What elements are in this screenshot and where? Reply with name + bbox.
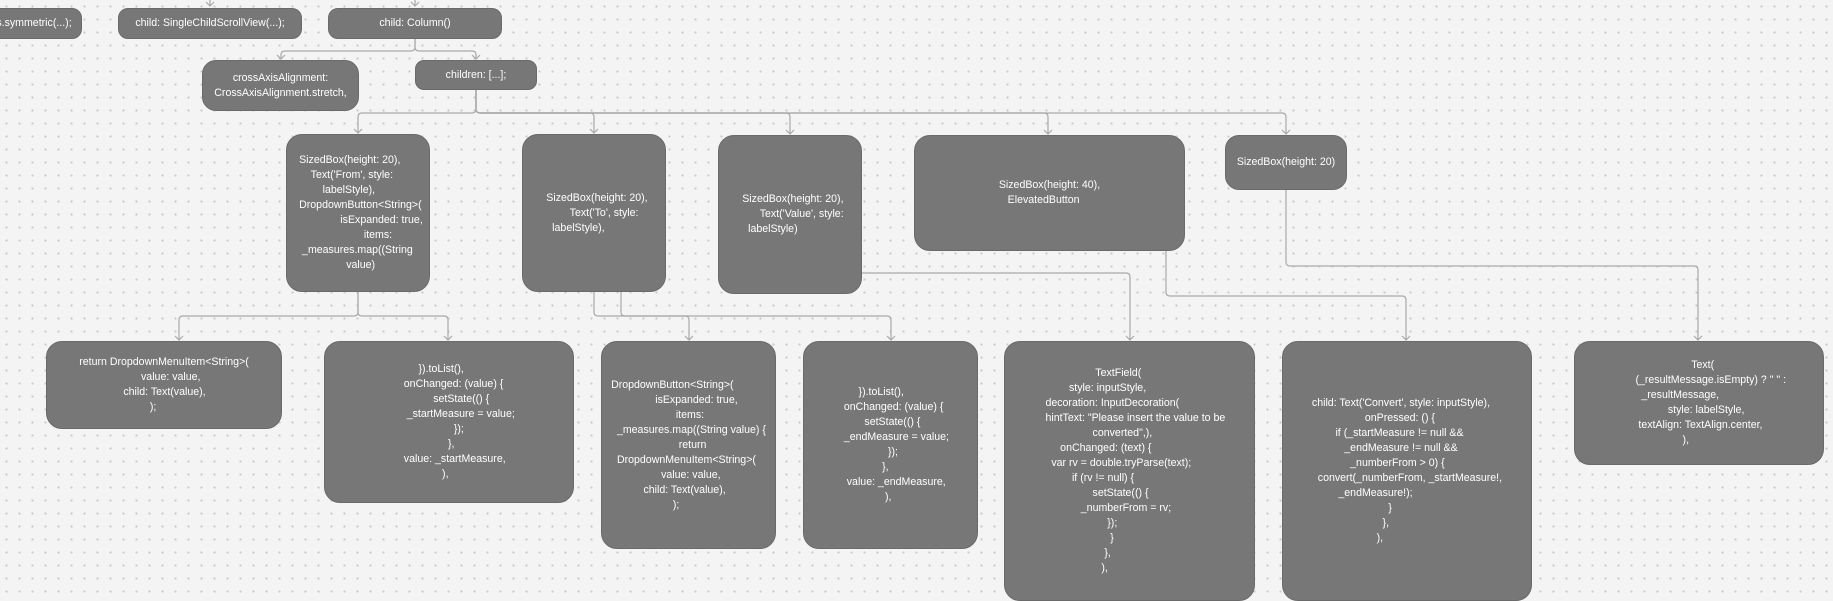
arrowhead	[785, 129, 795, 135]
connector-lines	[174, 0, 1703, 341]
node-to-block[interactable]: SizedBox(height: 20), Text('To', style: …	[522, 134, 666, 292]
node-label: SizedBox(height: 20), Text('From', style…	[299, 154, 423, 271]
node-label: child: Column()	[379, 17, 451, 29]
node-label: crossAxisAlignment: CrossAxisAlignment.s…	[214, 71, 347, 99]
arrowheads	[174, 1, 1703, 341]
node-from-block[interactable]: SizedBox(height: 20), Text('From', style…	[286, 134, 430, 292]
node-label: SizedBox(height: 20)	[1236, 156, 1336, 168]
node-label: DropdownButton<String>( isExpanded: true…	[611, 378, 766, 511]
node-textfield[interactable]: TextField( style: inputStyle, decoration…	[1004, 341, 1255, 601]
edge-column-children	[414, 33, 477, 59]
arrowhead	[589, 128, 599, 134]
edge-children-from	[357, 89, 477, 133]
arrowhead	[174, 335, 184, 341]
edge-sizedbox-result	[1285, 190, 1699, 340]
edge-to-onchanged	[620, 292, 892, 340]
node-single-child-scroll-view[interactable]: child: SingleChildScrollView(...);	[118, 8, 302, 39]
arrowhead	[1043, 129, 1053, 135]
edge-from-onchanged	[357, 292, 449, 340]
arrowhead	[1693, 335, 1703, 341]
node-label: return DropdownMenuItem<String>( value: …	[79, 356, 249, 413]
node-elevated-block[interactable]: SizedBox(height: 40), ElevatedButton	[914, 135, 1185, 251]
arrowhead	[443, 335, 453, 341]
node-to-onchanged[interactable]: }).toList(), onChanged: (value) { setSta…	[803, 341, 978, 549]
arrowhead	[684, 335, 694, 341]
node-label: SizedBox(height: 40), ElevatedButton	[998, 179, 1101, 206]
arrowhead	[1125, 335, 1135, 341]
edge-elevated-convert	[1165, 250, 1407, 340]
node-symmetric[interactable]: s.symmetric(...);	[0, 8, 82, 39]
node-children[interactable]: children: [...];	[415, 60, 537, 90]
arrowhead	[276, 54, 286, 60]
node-from-dropdown-item[interactable]: return DropdownMenuItem<String>( value: …	[46, 341, 282, 429]
arrowhead	[1281, 129, 1291, 135]
node-from-onchanged[interactable]: }).toList(), onChanged: (value) { setSta…	[324, 341, 574, 503]
node-label: children: [...];	[445, 68, 507, 81]
node-convert-button[interactable]: child: Text('Convert', style: inputStyle…	[1282, 341, 1532, 601]
arrowhead	[205, 1, 215, 7]
arrowhead	[1401, 335, 1411, 341]
arrowhead	[353, 128, 363, 134]
node-label: s.symmetric(...);	[0, 17, 72, 29]
node-label: TextField( style: inputStyle, decoration…	[1045, 367, 1226, 574]
edge-children-to	[475, 89, 595, 133]
node-cross-axis-alignment[interactable]: crossAxisAlignment: CrossAxisAlignment.s…	[202, 60, 359, 111]
node-label: }).toList(), onChanged: (value) { setSta…	[403, 363, 515, 480]
edge-children-elevated	[475, 89, 1049, 134]
edge-value-textfield	[861, 272, 1131, 340]
edge-group	[178, 0, 1699, 340]
node-to-dropdown[interactable]: DropdownButton<String>( isExpanded: true…	[601, 341, 776, 549]
node-value-block[interactable]: SizedBox(height: 20), Text('Value', styl…	[718, 135, 862, 294]
node-label: Text( (_resultMessage.isEmpty) ? " " : _…	[1635, 359, 1787, 446]
arrowhead	[886, 335, 896, 341]
arrowhead	[471, 54, 481, 60]
node-sizedbox-20[interactable]: SizedBox(height: 20)	[1225, 135, 1347, 190]
node-result-text[interactable]: Text( (_resultMessage.isEmpty) ? " " : _…	[1574, 341, 1824, 465]
arrowhead	[410, 1, 420, 7]
node-label: SizedBox(height: 20), Text('Value', styl…	[742, 193, 844, 235]
node-label: }).toList(), onChanged: (value) { setSta…	[843, 386, 949, 503]
node-label: child: SingleChildScrollView(...);	[135, 17, 285, 29]
edge-children-sizedbox	[475, 89, 1287, 134]
node-label: child: Text('Convert', style: inputStyle…	[1311, 397, 1503, 544]
node-label: SizedBox(height: 20), Text('To', style: …	[546, 191, 648, 234]
node-column[interactable]: child: Column()	[328, 8, 502, 39]
edge-children-value	[475, 89, 791, 134]
edge-from-item	[178, 292, 359, 340]
